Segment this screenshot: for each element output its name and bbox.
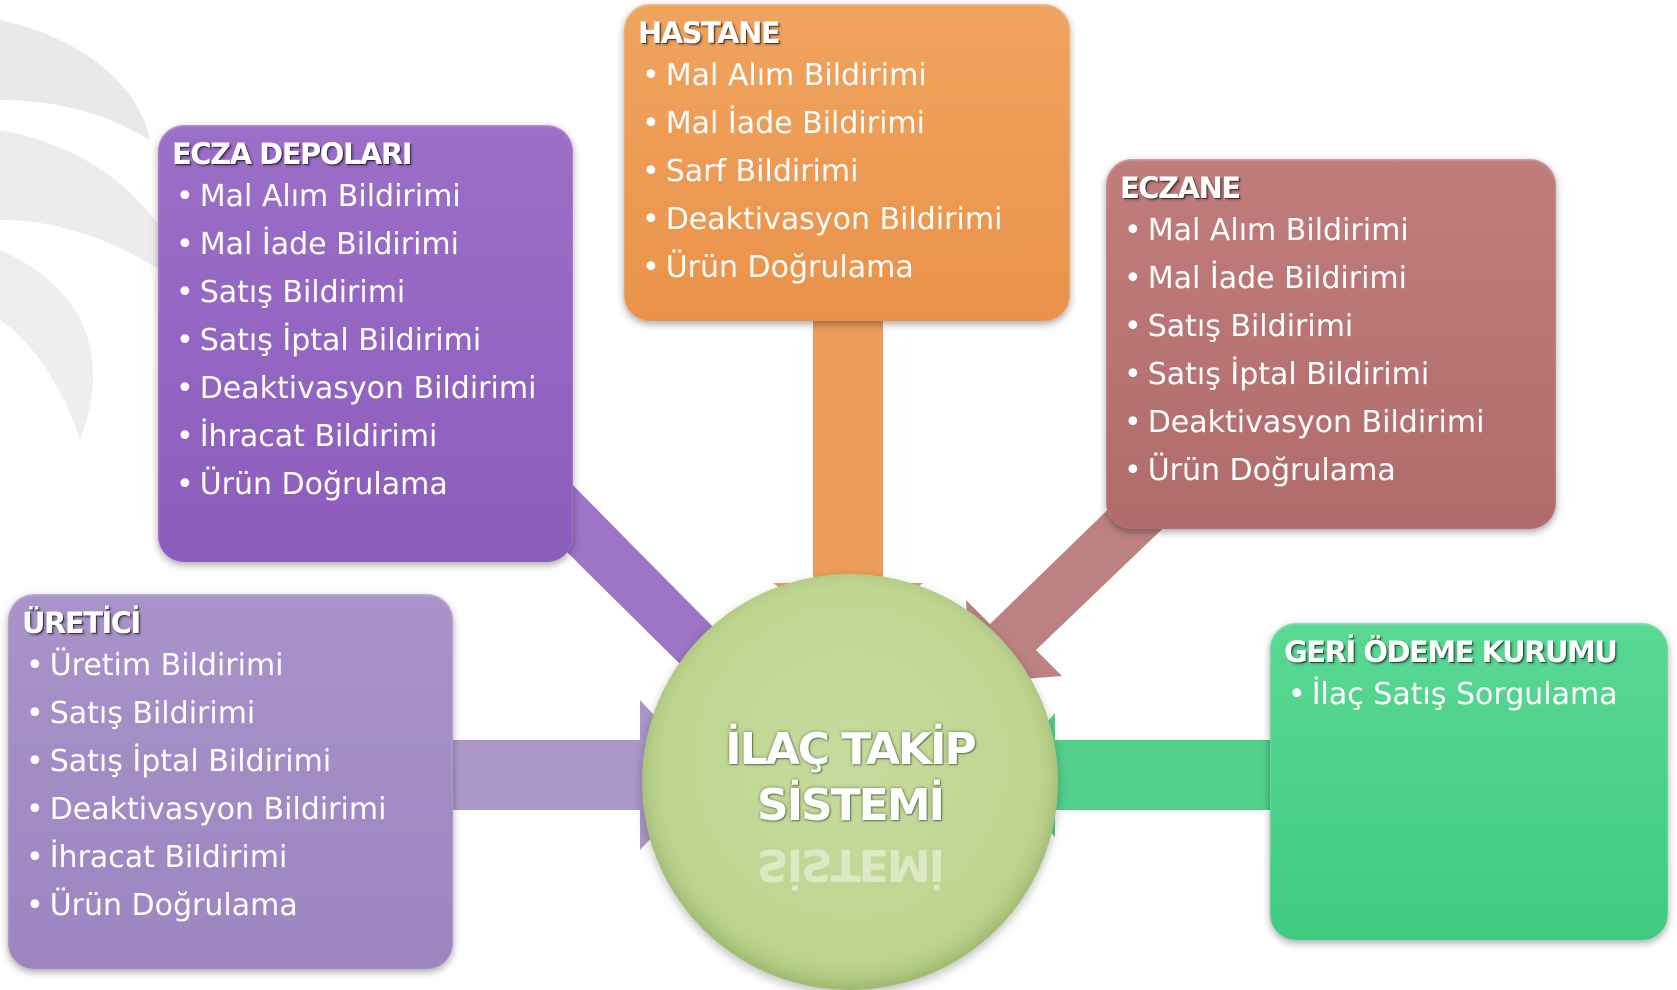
node-item-list: Mal Alım Bildirimi Mal İade Bildirimi Sa…: [1120, 207, 1542, 495]
list-item: Deaktivasyon Bildirimi: [642, 196, 1056, 244]
list-item: İhracat Bildirimi: [176, 413, 559, 461]
node-eczane: ECZANE Mal Alım Bildirimi Mal İade Bildi…: [1106, 159, 1556, 529]
arrow-ecza-depolari-to-center: [520, 472, 748, 699]
list-item: Üretim Bildirimi: [26, 642, 439, 690]
node-geri-odeme-kurumu: GERİ ÖDEME KURUMU İlaç Satış Sorgulama: [1270, 623, 1668, 940]
center-title-line2: SİSTEMİ: [757, 780, 945, 831]
center-title-line1: İLAÇ TAKİP: [725, 724, 976, 775]
node-ecza-depolari: ECZA DEPOLARI Mal Alım Bildirimi Mal İad…: [158, 125, 573, 562]
list-item: Ürün Doğrulama: [1124, 447, 1542, 495]
list-item: Sarf Bildirimi: [642, 148, 1056, 196]
list-item: Deaktivasyon Bildirimi: [26, 786, 439, 834]
list-item: Satış Bildirimi: [26, 690, 439, 738]
node-hastane: HASTANE Mal Alım Bildirimi Mal İade Bild…: [624, 4, 1070, 321]
center-hub-circle: [642, 574, 1058, 990]
node-title: HASTANE: [638, 16, 781, 50]
list-item: İhracat Bildirimi: [26, 834, 439, 882]
list-item: Ürün Doğrulama: [26, 882, 439, 930]
node-uretici: ÜRETİCİ Üretim Bildirimi Satış Bildirimi…: [8, 594, 453, 969]
center-title-reflection: SİSTEMİ: [757, 839, 943, 890]
list-item: Mal Alım Bildirimi: [642, 52, 1056, 100]
list-item: Mal İade Bildirimi: [1124, 255, 1542, 303]
list-item: Mal Alım Bildirimi: [176, 173, 559, 221]
list-item: Deaktivasyon Bildirimi: [1124, 399, 1542, 447]
node-title: ECZANE: [1120, 171, 1241, 205]
node-item-list: Üretim Bildirimi Satış Bildirimi Satış İ…: [22, 642, 439, 930]
arrow-geri-odeme-to-center: [1000, 713, 1280, 837]
list-item: Deaktivasyon Bildirimi: [176, 365, 559, 413]
node-title: GERİ ÖDEME KURUMU: [1284, 635, 1618, 669]
node-title: ECZA DEPOLARI: [172, 137, 413, 171]
list-item: Ürün Doğrulama: [642, 244, 1056, 292]
list-item: Mal İade Bildirimi: [176, 221, 559, 269]
node-item-list: İlaç Satış Sorgulama: [1284, 671, 1654, 719]
node-item-list: Mal Alım Bildirimi Mal İade Bildirimi Sa…: [638, 52, 1056, 292]
node-title: ÜRETİCİ: [22, 606, 141, 640]
list-item: İlaç Satış Sorgulama: [1288, 671, 1654, 719]
list-item: Mal Alım Bildirimi: [1124, 207, 1542, 255]
list-item: Ürün Doğrulama: [176, 461, 559, 509]
node-item-list: Mal Alım Bildirimi Mal İade Bildirimi Sa…: [172, 173, 559, 509]
list-item: Satış Bildirimi: [1124, 303, 1542, 351]
list-item: Satış İptal Bildirimi: [1124, 351, 1542, 399]
list-item: Mal İade Bildirimi: [642, 100, 1056, 148]
center-hub-title: İLAÇ TAKİP SİSTEMİ: [642, 722, 1058, 834]
list-item: Satış Bildirimi: [176, 269, 559, 317]
list-item: Satış İptal Bildirimi: [26, 738, 439, 786]
list-item: Satış İptal Bildirimi: [176, 317, 559, 365]
arrow-hastane-to-center: [773, 320, 923, 640]
